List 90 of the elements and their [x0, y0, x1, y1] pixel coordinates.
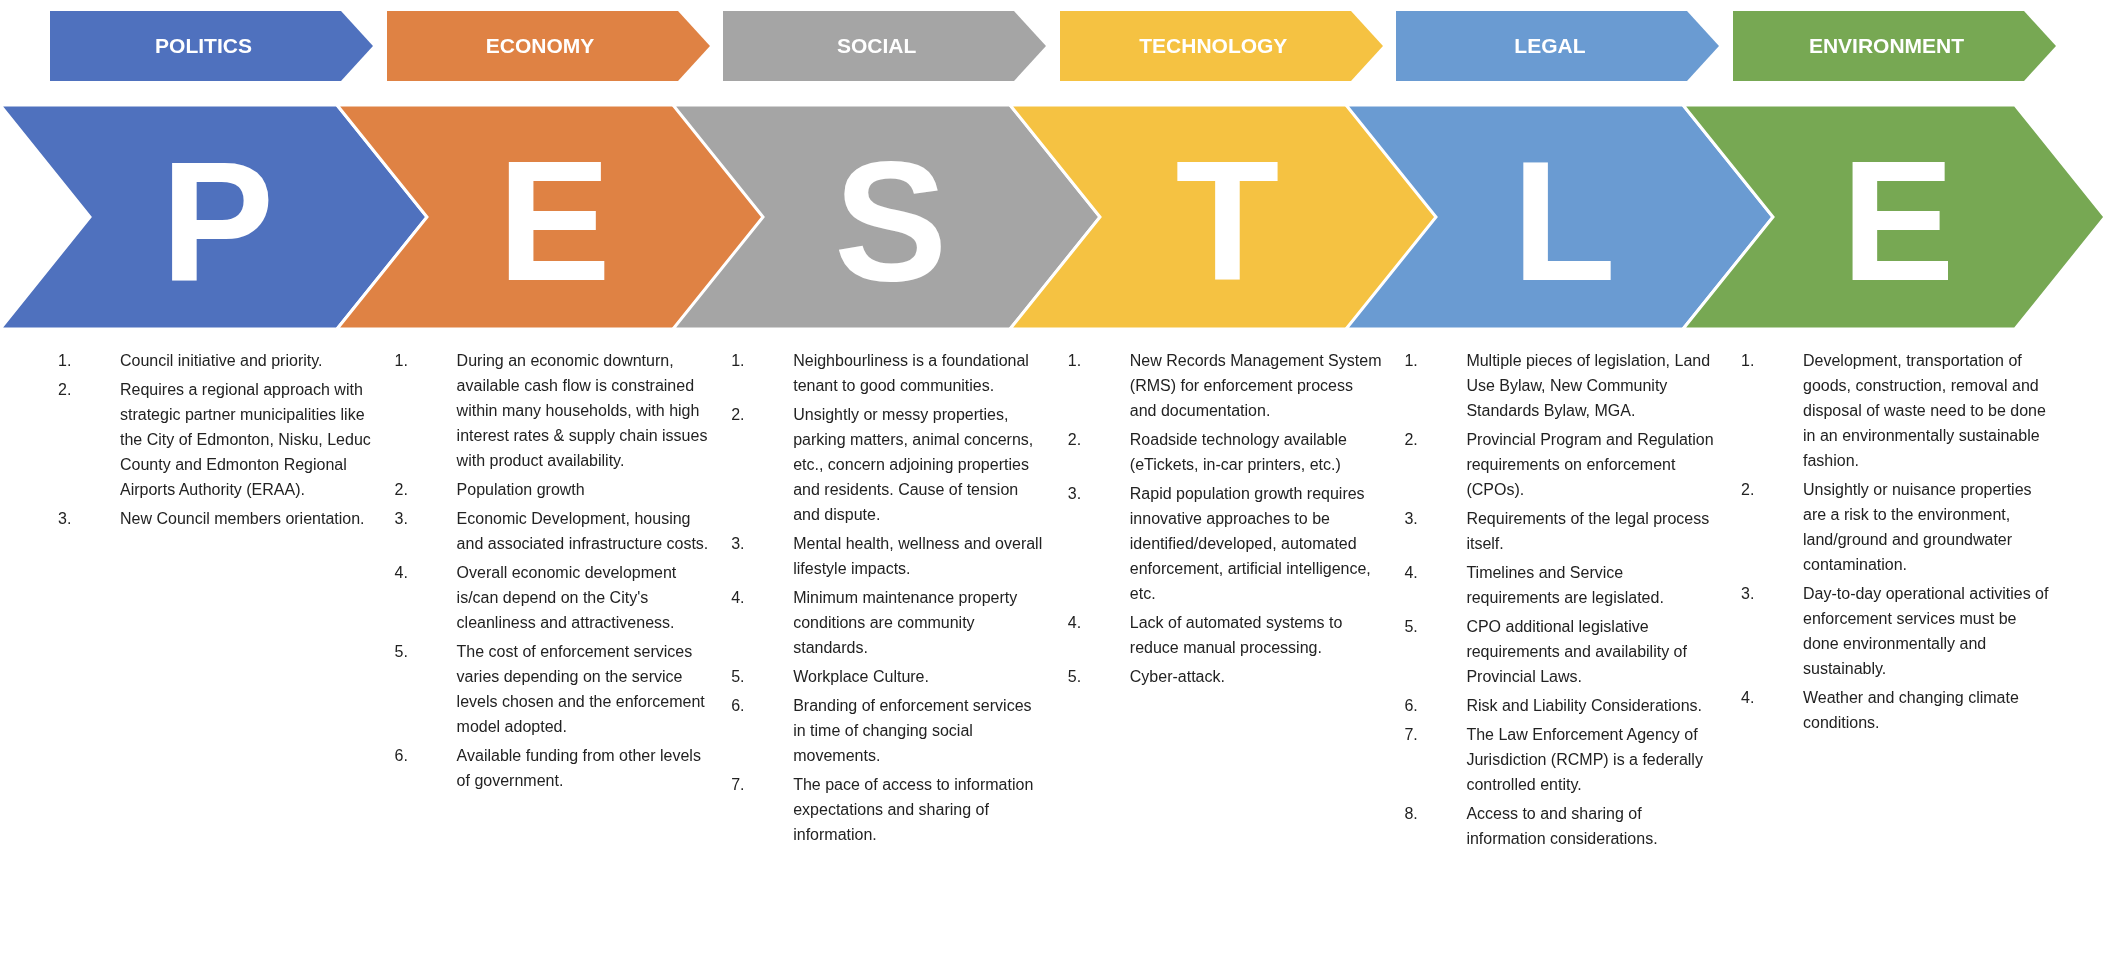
list-item-text: Roadside technology available (eTickets, in-car printers, etc.) [1129, 430, 1348, 475]
list-number: 5. [394, 642, 409, 662]
list-number: 4. [1067, 613, 1083, 633]
list-item-text: The Law Enforcement Agency of Jurisdiction (RCMP) is a federally controlled entity. [1466, 725, 1704, 795]
list-number: 6. [394, 746, 409, 766]
category-banner [1733, 11, 2056, 81]
list-item-text: The pace of access to information expectations and sharing of information. [793, 775, 1035, 845]
list-number: 1. [1741, 351, 1756, 371]
letter-label: P [160, 136, 275, 306]
list-item-text: Rapid population growth requires innovative approaches to be identified/developed, automated enforcement, artificial intelligence, etc. [1129, 484, 1372, 604]
list-number: 1. [58, 351, 73, 371]
category-banner [1059, 11, 1383, 81]
list-item-text: Workplace Culture. [793, 667, 930, 687]
list-item-text: Overall economic development is/can depend on the City's cleanliness and attractiveness. [456, 563, 678, 633]
list-item-text: Unsightly or nuisance properties are a risk to the environment, land/ground and groundwater contamination. [1803, 480, 2033, 575]
list-number: 3. [1067, 484, 1083, 504]
list-item-text: Branding of enforcement services in time of changing social movements. [793, 696, 1033, 766]
letter-band [1346, 105, 1774, 329]
list-item-text: Development, transportation of goods, construction, removal and disposal of waste need to be done in an environmentally sustainable fashion. [1803, 351, 2047, 471]
list-item-text: Timelines and Service requirements are legislated. [1466, 563, 1665, 608]
list-item-text: New Records Management System (RMS) for enforcement process and documentation. [1129, 351, 1383, 421]
list-number: 2. [1067, 430, 1083, 450]
list-item-text: During an economic downturn, available cash flow is constrained within many households, with high interest rates & supply chain issues with product availability. [456, 351, 709, 471]
list-number: 3. [58, 509, 73, 529]
list-item-text: Day-to-day operational activities of enforcement services must be done environmentally and sustainably. [1803, 584, 2050, 679]
category-banner [50, 11, 373, 81]
list-item-text: The cost of enforcement services varies depending on the service levels chosen and the enforcement model adopted. [456, 642, 706, 737]
list-item-text: Unsightly or messy properties, parking matters, animal concerns, etc., concern adjoining properties and residents. Cause of tension and dispute. [793, 405, 1035, 525]
list-item-text: Minimum maintenance property conditions are community standards. [793, 588, 1019, 658]
list-number: 3. [1741, 584, 1756, 604]
letter-band [0, 105, 427, 329]
list-number: 7. [731, 775, 746, 795]
category-banner [386, 11, 710, 81]
list-number: 1. [731, 351, 746, 371]
list-number: 1. [1067, 351, 1083, 371]
list-number: 3. [394, 509, 409, 529]
list-number: 2. [394, 480, 409, 500]
list-number: 7. [1404, 725, 1419, 745]
list-item-text: Risk and Liability Considerations. [1466, 696, 1704, 716]
category-label: POLITICS [155, 34, 252, 58]
list-number: 1. [1404, 351, 1419, 371]
letter-label: S [834, 136, 948, 306]
list-item-text: Requires a regional approach with strategic partner municipalities like the City of Edmonton, Nisku, Leduc County and Edmonton Regional Airports Authority (ERAA). [120, 380, 372, 500]
list-number: 6. [1404, 696, 1419, 716]
list-item-text: Economic Development, housing and associated infrastructure costs. [456, 509, 710, 554]
category-banner [723, 11, 1047, 81]
category-label: SOCIAL [837, 34, 917, 58]
list-item-text: Population growth [456, 480, 586, 500]
letter-band [336, 105, 764, 329]
category-label: ENVIRONMENT [1808, 34, 1965, 58]
list-number: 6. [731, 696, 746, 716]
list-item-text: Provincial Program and Regulation requirements on enforcement (CPOs). [1466, 430, 1715, 500]
list-number: 3. [1404, 509, 1419, 529]
list-number: 2. [58, 380, 73, 400]
letter-band [673, 105, 1101, 329]
list-item-text: Multiple pieces of legislation, Land Use Bylaw, New Community Standards Bylaw, MGA. [1466, 351, 1712, 421]
list-item-text: CPO additional legislative requirements and availability of Provincial Laws. [1466, 617, 1688, 687]
list-item-text: Access to and sharing of information considerations. [1466, 804, 1659, 849]
list-number: 5. [1404, 617, 1419, 637]
list-item-text: Mental health, wellness and overall lifestyle impacts. [793, 534, 1044, 579]
list-number: 3. [731, 534, 746, 554]
list-item-text: New Council members orientation. [120, 509, 366, 529]
list-number: 5. [731, 667, 746, 687]
letter-band [1683, 105, 2105, 329]
list-number: 4. [1741, 688, 1756, 708]
category-label: ECONOMY [485, 34, 595, 58]
list-item-text: Neighbourliness is a foundational tenant to good communities. [793, 351, 1030, 396]
list-number: 2. [731, 405, 746, 425]
letter-label: T [1175, 136, 1280, 306]
list-item-text: Lack of automated systems to reduce manual processing. [1129, 613, 1344, 658]
list-number: 5. [1067, 667, 1083, 687]
list-number: 4. [394, 563, 409, 583]
letter-label: E [497, 136, 611, 306]
list-number: 2. [1741, 480, 1756, 500]
list-item-text: Weather and changing climate conditions. [1803, 688, 2020, 733]
category-label: TECHNOLOGY [1139, 34, 1288, 58]
list-number: 4. [731, 588, 746, 608]
list-item-text: Available funding from other levels of government. [456, 746, 702, 791]
letter-label: E [1841, 136, 1955, 306]
letter-label: L [1511, 136, 1616, 306]
letter-band [1009, 105, 1437, 329]
list-item-text: Requirements of the legal process itself. [1466, 509, 1711, 554]
list-number: 1. [394, 351, 409, 371]
list-number: 4. [1404, 563, 1419, 583]
category-label: LEGAL [1514, 34, 1586, 58]
list-item-text: Council initiative and priority. [120, 351, 324, 371]
category-banner [1396, 11, 1720, 81]
list-number: 8. [1404, 804, 1419, 824]
list-number: 2. [1404, 430, 1419, 450]
list-item-text: Cyber-attack. [1129, 667, 1226, 687]
